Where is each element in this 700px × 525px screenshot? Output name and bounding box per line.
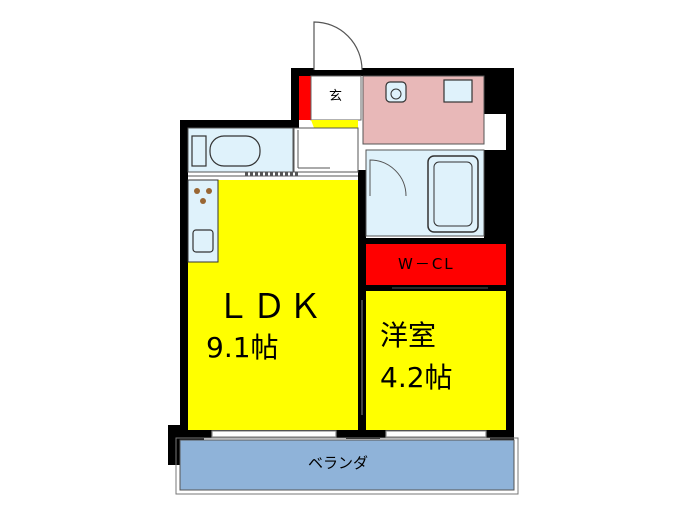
western-room bbox=[366, 291, 506, 430]
closet-room bbox=[366, 244, 506, 285]
kitchen-sink-icon bbox=[192, 229, 214, 253]
bath-door-swing bbox=[369, 159, 407, 197]
veranda-label: ベランダ bbox=[308, 454, 369, 472]
washbasin-icon bbox=[443, 79, 473, 103]
ldk-size-label: 9.1帖 bbox=[206, 331, 279, 364]
sink-icon bbox=[191, 135, 207, 167]
washing-machine-icon bbox=[209, 135, 261, 167]
stove-burner-icon bbox=[194, 188, 200, 194]
entrance-floor bbox=[299, 76, 311, 120]
entrance-door-swing bbox=[313, 21, 363, 71]
ldk-label: ＬＤＫ bbox=[216, 287, 324, 327]
veranda bbox=[179, 439, 515, 491]
entrance-label: 玄 bbox=[329, 89, 343, 104]
closet-label: W－CL bbox=[398, 255, 455, 273]
washroom-door bbox=[293, 127, 359, 173]
bathtub-icon bbox=[427, 155, 479, 233]
windows bbox=[211, 430, 487, 438]
western-size-label: 4.2帖 bbox=[380, 361, 453, 394]
entrance-area bbox=[310, 75, 362, 121]
western-label: 洋室 bbox=[380, 319, 437, 352]
